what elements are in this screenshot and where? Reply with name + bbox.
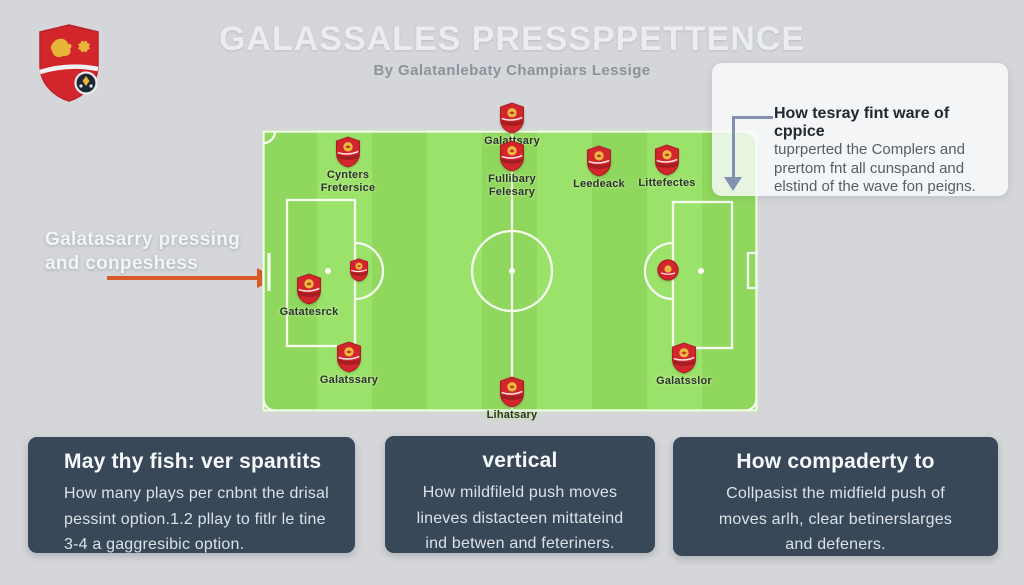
pressing-callout-line1: Galatasarry pressing xyxy=(45,229,241,250)
panel-title: vertical xyxy=(482,449,558,472)
panel-line: ind betwen and feteriners. xyxy=(425,535,615,552)
panel-line: How mildfileld push moves xyxy=(422,484,618,501)
info-panel-spacing: May thy fish: ver spantits How many play… xyxy=(28,437,355,553)
panel-title: How compaderty to xyxy=(736,450,935,473)
panel-line: and defeners. xyxy=(785,536,886,553)
panel-line: lineves distacteen mittateind xyxy=(416,509,624,527)
page-subtitle: By Galatanlebaty Champiars Lessige xyxy=(373,62,651,79)
panel-line: moves arlh, clear betinerslarges xyxy=(718,510,953,528)
panel-line: Collpasist the midfield push of xyxy=(726,485,945,502)
info-panel-compactness: How compaderty to Collpasist the midfiel… xyxy=(673,437,998,556)
panel-line: 3-4 a gaggresibic option. xyxy=(64,536,245,553)
annotation-line: elstind of the wave fon peigns. xyxy=(774,178,976,195)
annotation-line: tuprperted the Complers and xyxy=(774,141,965,158)
panel-line: How many plays per cnbnt the drisal xyxy=(64,485,329,502)
pressing-callout-line2: and conpeshess xyxy=(45,253,199,274)
annotation-title: How tesray fint ware of cppice xyxy=(774,105,950,140)
info-panel-vertical: vertical How mildfileld push moves linev… xyxy=(385,436,655,553)
annotation-line: prertom fnt all cunspand and xyxy=(774,159,965,177)
panel-line: pessint option.1.2 pllay to fitlr le tin… xyxy=(64,510,326,528)
orange-arrow-shaft xyxy=(107,276,259,280)
pressing-callout: Galatasarry pressing and conpeshess xyxy=(45,228,240,276)
soccer-pitch xyxy=(262,130,758,412)
panel-title: May thy fish: ver spantits xyxy=(64,450,322,473)
pitch-lines xyxy=(262,130,758,412)
orange-right-arrow-icon xyxy=(107,262,277,294)
annotation-card: How tesray fint ware of cppice tuprperte… xyxy=(712,63,1008,196)
club-crest-icon xyxy=(39,24,99,102)
page-title: GALASSALES PRESSPPETTENCE xyxy=(218,20,806,58)
